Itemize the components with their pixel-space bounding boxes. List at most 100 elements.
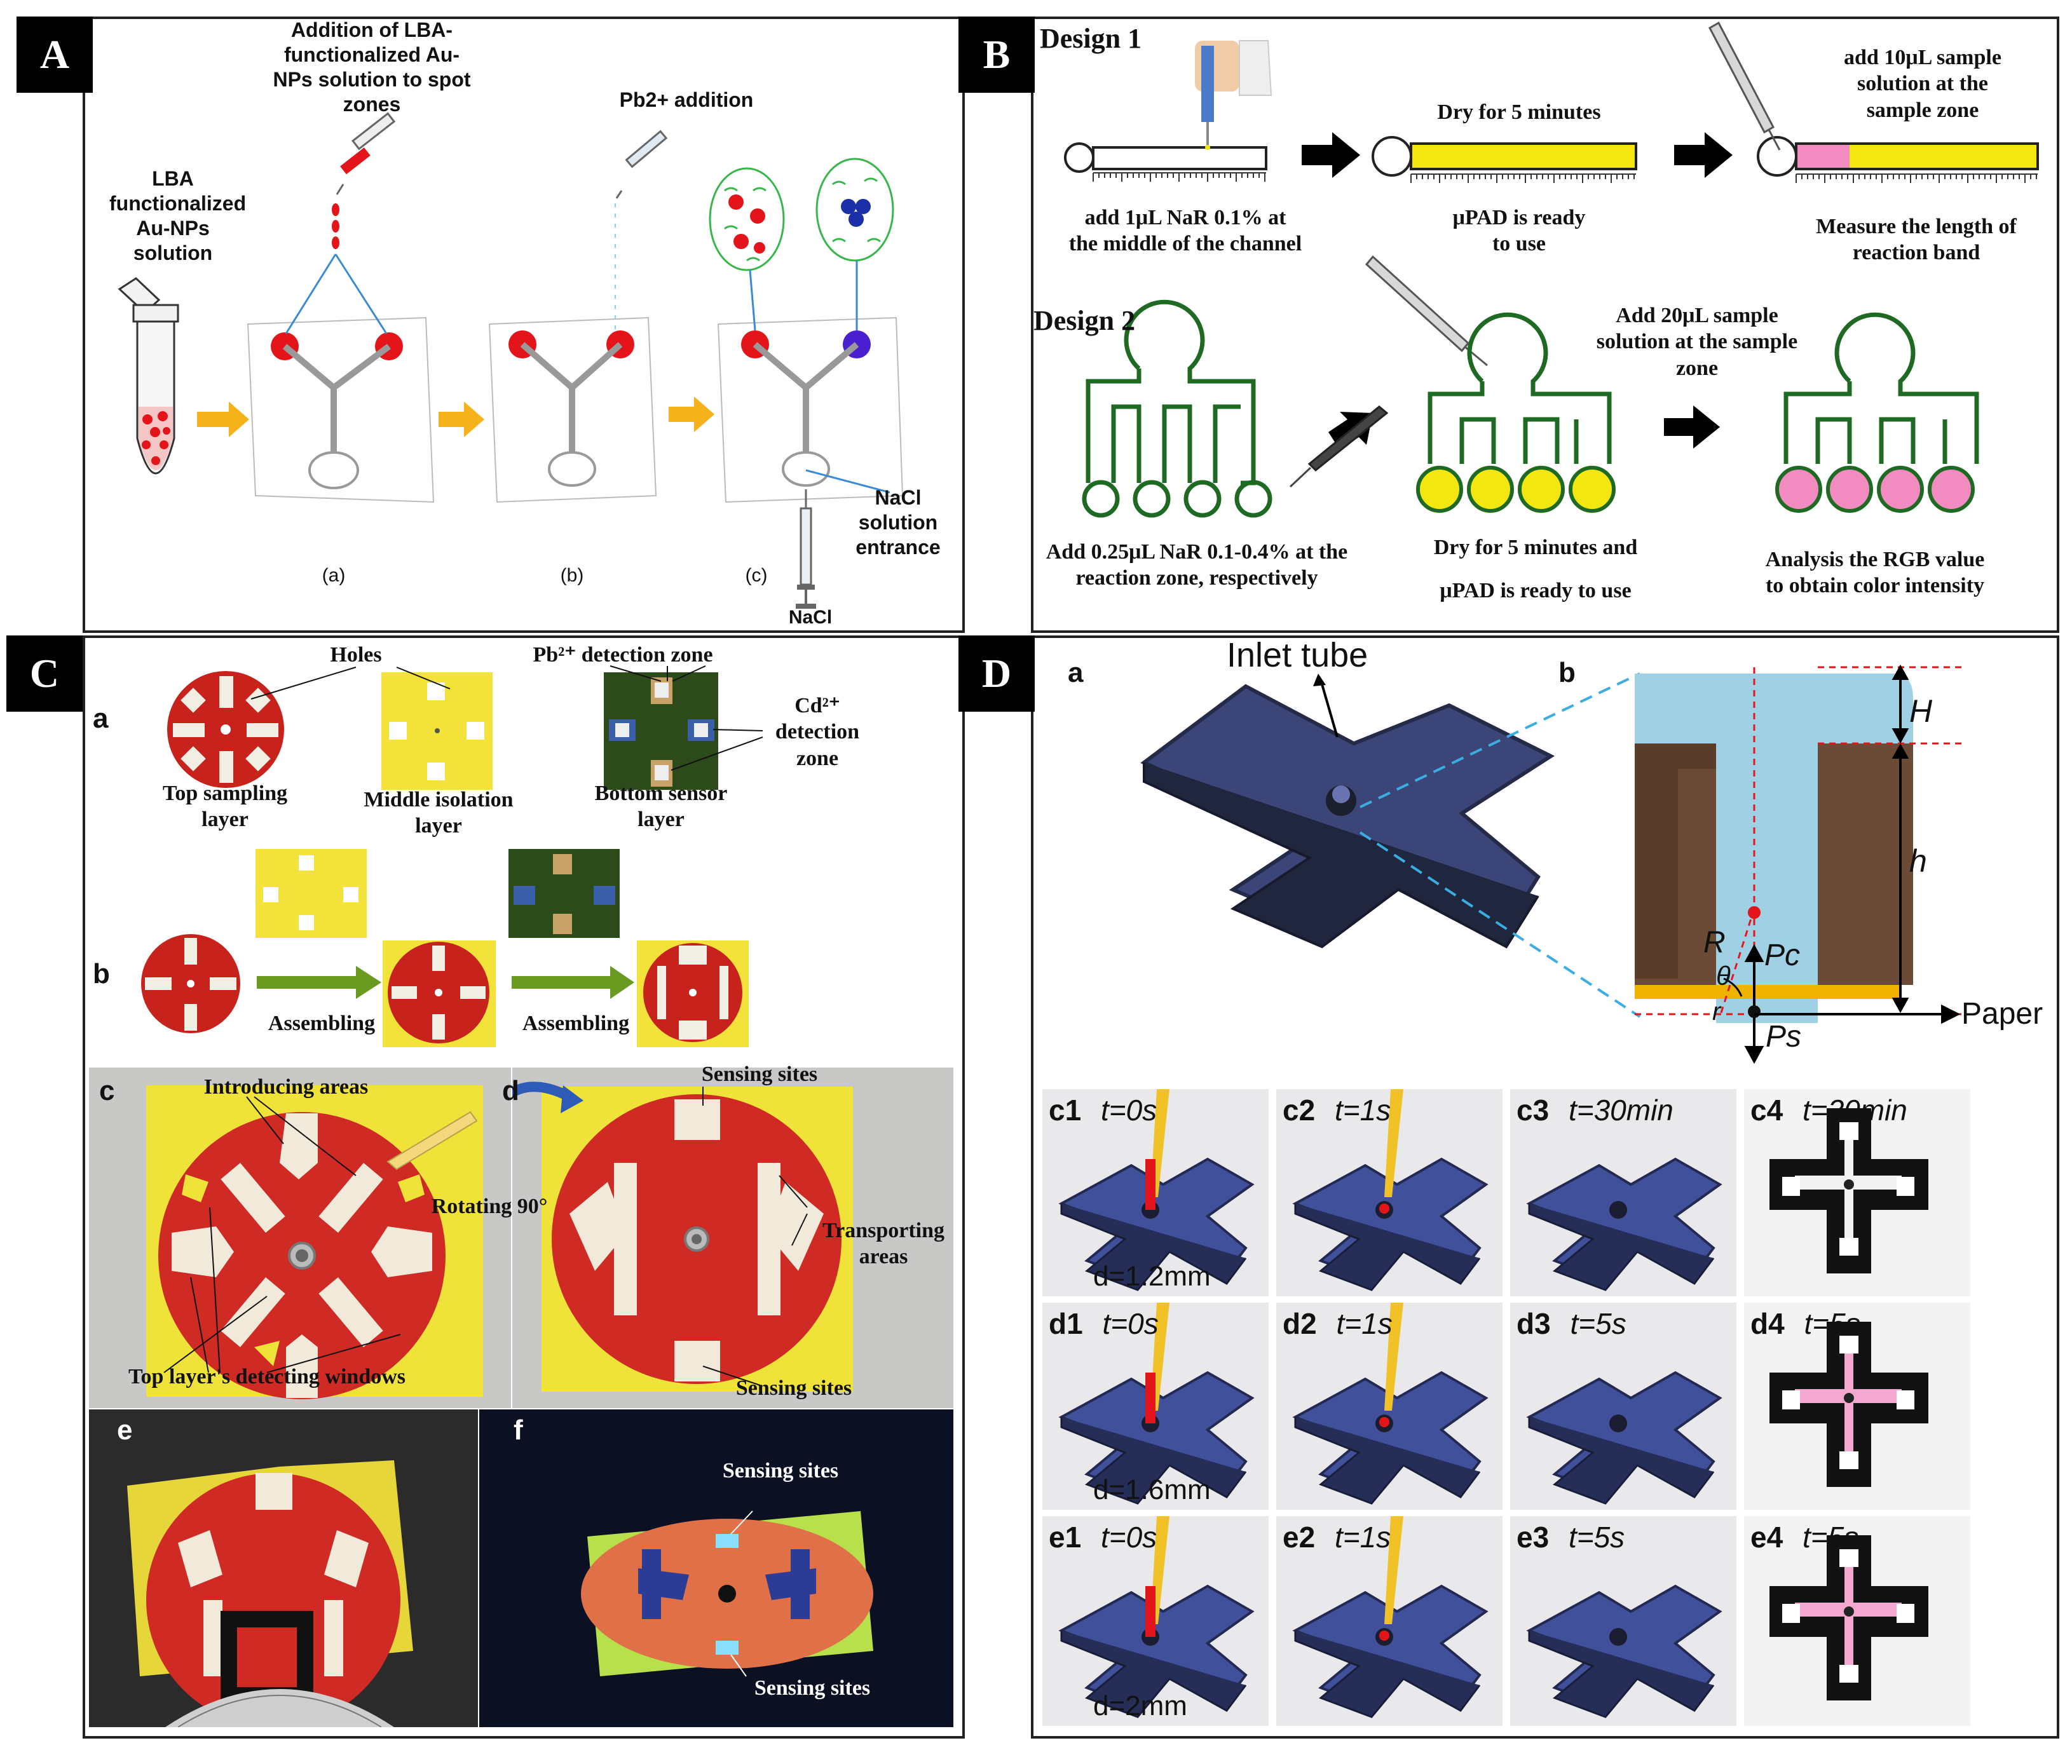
h-label: h [1909, 843, 1927, 879]
Ps-label: Ps [1766, 1019, 1801, 1054]
photo-label-d2: d2 t=1s [1283, 1306, 1393, 1341]
diameter-label-e1: d=2mm [1093, 1690, 1187, 1721]
capillary-cross-section [1635, 674, 1913, 1023]
d2-step2-bottom-label: Dry for 5 minutes and μPAD is ready to u… [1433, 536, 1638, 602]
pb-zone-label: Pb²⁺ detection zone [533, 643, 713, 667]
panel-b-letter: B [958, 17, 1035, 93]
rotating-label: Rotating 90° [431, 1195, 548, 1218]
d2-step2-top-label: Add 20μL sample solution at the sample z… [1596, 304, 1798, 380]
photo-e2: e2 t=1s [1276, 1516, 1503, 1726]
photo-f [479, 1409, 953, 1727]
photo-d2: d2 t=1s [1276, 1303, 1503, 1510]
photo-e1: e1 t=0s d=2mm [1042, 1516, 1269, 1726]
green-arrow-icon [257, 966, 634, 999]
photo-id-d2: d2 [1283, 1307, 1317, 1340]
paper-label: Paper [1961, 997, 2043, 1031]
y-device-a [247, 316, 435, 503]
photo-id-c3: c3 [1517, 1094, 1550, 1127]
tube-label: LBA functionalized Au-NPs solution [109, 167, 247, 265]
photo-time-d1: t=0s [1094, 1307, 1159, 1340]
design2-device-dried [1416, 312, 1616, 513]
photo-label-e2: e2 t=1s [1283, 1520, 1391, 1554]
top-sampling-layer-disc [167, 671, 284, 788]
d1-step2-bottom-label: μPAD is ready to use [1452, 206, 1586, 256]
panel-c-sub-b: b [93, 958, 110, 989]
photo-id-e2: e2 [1283, 1521, 1316, 1554]
d2-step1-label: Add 0.25μL NaR 0.1-0.4% at the reaction … [1046, 540, 1348, 590]
photo-time-d3: t=5s [1562, 1307, 1626, 1340]
theta-label: θ [1716, 961, 1731, 991]
H-label: H [1909, 693, 1932, 729]
panel-c-sub-e: e [117, 1415, 133, 1446]
ruler-strip-reacted [1757, 136, 2039, 177]
photo-id-c1: c1 [1049, 1094, 1082, 1127]
photo-time-d4: t=5s [1796, 1307, 1860, 1340]
nacl-entrance-label: NaCl solution entrance [855, 486, 941, 559]
photo-label-e1: e1 t=0s [1049, 1520, 1157, 1554]
transporting-label: Transporting areas [822, 1219, 945, 1269]
ruler-strip-empty [1064, 142, 1267, 173]
syringe-icon [336, 112, 396, 195]
R-label: R [1703, 925, 1726, 960]
H-text: H [1909, 693, 1933, 729]
sub-label-a: (a) [322, 565, 346, 586]
step2-label: Pb2+ addition [619, 88, 754, 111]
orange-arrow-icon [197, 397, 714, 437]
photo-time-e3: t=5s [1560, 1521, 1625, 1554]
photo-id-e1: e1 [1049, 1521, 1082, 1554]
d1-step1-label: add 1μL NaR 0.1% at the middle of the ch… [1068, 206, 1302, 256]
sensing-top-label: Sensing sites [701, 1062, 818, 1086]
design2-title: Design 2 [1033, 305, 1136, 336]
photo-e3: e3 t=5s [1510, 1516, 1736, 1726]
photo-id-c2: c2 [1283, 1094, 1316, 1127]
R-text: R [1703, 926, 1726, 960]
photo-time-e4: t=5s [1794, 1521, 1859, 1554]
cross-device-3d [1140, 684, 1555, 949]
r-label: r [1712, 998, 1721, 1026]
bottom-sensor-layer [604, 672, 718, 790]
photo-c4: c4 t=30min [1744, 1089, 1970, 1296]
photo-d3: d3 t=5s [1510, 1303, 1736, 1510]
photo-time-e1: t=0s [1093, 1521, 1157, 1554]
f-sensing-bottom-label: Sensing sites [754, 1676, 871, 1700]
photo-label-c2: c2 t=1s [1283, 1093, 1391, 1127]
y-device-c [717, 316, 904, 503]
photo-label-d4: d4 t=5s [1750, 1306, 1860, 1341]
holes-label: Holes [330, 643, 382, 667]
panel-c-sub-f: f [514, 1415, 523, 1446]
photo-label-e4: e4 t=5s [1750, 1520, 1858, 1554]
nacl-syringe-icon [796, 489, 816, 609]
photo-c2: c2 t=1s [1276, 1089, 1503, 1296]
photo-label-e3: e3 t=5s [1517, 1520, 1625, 1554]
photo-time-c3: t=30min [1560, 1094, 1673, 1127]
cd-zone-label: Cd²⁺ detection zone [775, 694, 860, 770]
photo-time-e2: t=1s [1326, 1521, 1391, 1554]
zoom-ellipse-blue [815, 158, 894, 262]
photo-label-c4: c4 t=30min [1750, 1093, 1907, 1127]
photo-label-d1: d1 t=0s [1049, 1306, 1159, 1341]
sensing-bottom-label: Sensing sites [735, 1376, 852, 1400]
photo-id-d3: d3 [1517, 1307, 1551, 1340]
panel-a-letter: A [17, 17, 93, 93]
photo-e4: e4 t=5s [1744, 1516, 1970, 1726]
d1-step2-top-label: Dry for 5 minutes [1437, 100, 1601, 124]
photo-label-d3: d3 t=5s [1517, 1306, 1626, 1341]
pipette-icon [1708, 21, 1781, 151]
photo-time-c1: t=0s [1093, 1094, 1157, 1127]
Pc-label: Pc [1764, 938, 1800, 973]
d1-step3-top-label: add 10μL sample solution at the sample z… [1844, 46, 2001, 122]
panel-d-sub-b: b [1558, 657, 1576, 688]
photo-time-c4: t=30min [1794, 1094, 1907, 1127]
nacl-label: NaCl [788, 607, 833, 628]
photo-id-e4: e4 [1750, 1521, 1783, 1554]
panel-d-sub-a: a [1068, 657, 1084, 688]
y-device-b [488, 316, 657, 503]
panel-d-letter: D [958, 635, 1035, 712]
disc-b2 [383, 940, 496, 1047]
h-text: h [1909, 843, 1927, 879]
